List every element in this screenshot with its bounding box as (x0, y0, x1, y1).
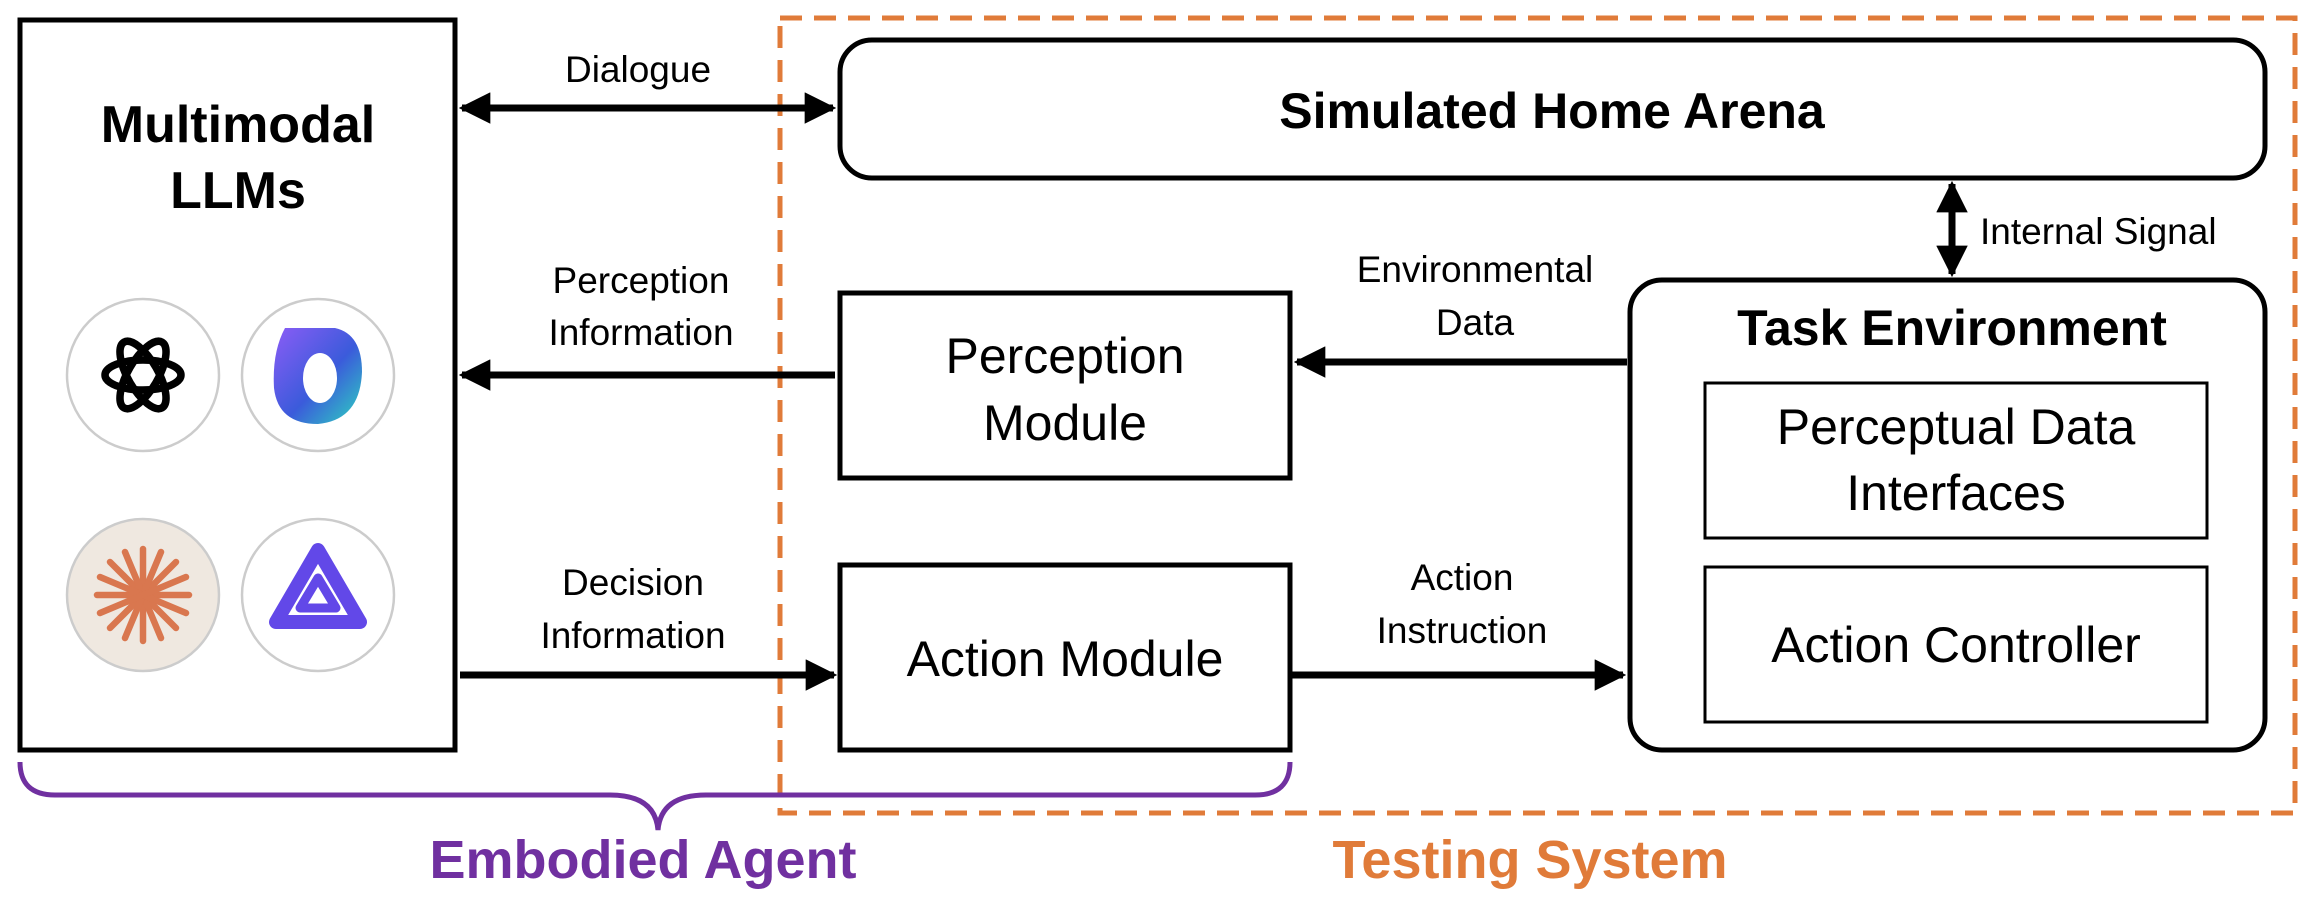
gradient-o-logo-icon (240, 297, 396, 453)
arena-box (837, 37, 2268, 181)
internal-signal-label: Internal Signal (1980, 211, 2217, 252)
perceptual-data-line2: Interfaces (1846, 465, 2066, 521)
openai-logo-icon (65, 297, 221, 453)
embodied-agent-label: Embodied Agent (430, 830, 857, 890)
embodied-agent-brace (17, 761, 1293, 831)
llm-title-line2: LLMs (170, 162, 306, 220)
action-module-label: Action Module (907, 631, 1224, 687)
environmental-data-line1: Environmental (1357, 249, 1594, 290)
dialogue-label: Dialogue (565, 49, 711, 90)
arena-label: Simulated Home Arena (1279, 83, 1826, 139)
testing-system-region (777, 15, 2298, 816)
perception-module-line2: Module (983, 395, 1147, 451)
perception-information-line1: Perception (553, 260, 730, 301)
perception-information-line2: Information (548, 312, 733, 353)
qwen-logo-icon (240, 517, 396, 673)
decision-information-line2: Information (540, 615, 725, 656)
perception-module-box (837, 290, 1293, 481)
action-instruction-line2: Instruction (1377, 610, 1548, 651)
perceptual-data-line1: Perceptual Data (1777, 399, 2136, 455)
action-module-box (837, 562, 1293, 753)
perceptual-data-interfaces-box (1703, 381, 2209, 540)
perception-module-line1: Perception (945, 328, 1184, 384)
sunburst-logo-icon (65, 517, 221, 673)
task-environment-label: Task Environment (1737, 300, 2167, 356)
environmental-data-line2: Data (1436, 302, 1515, 343)
testing-system-label: Testing System (1332, 830, 1727, 890)
action-instruction-line1: Action (1411, 557, 1514, 598)
action-controller-box (1703, 565, 2209, 724)
llm-title-line1: Multimodal (101, 96, 375, 154)
decision-information-line1: Decision (562, 562, 704, 603)
action-controller-label: Action Controller (1771, 617, 2141, 673)
